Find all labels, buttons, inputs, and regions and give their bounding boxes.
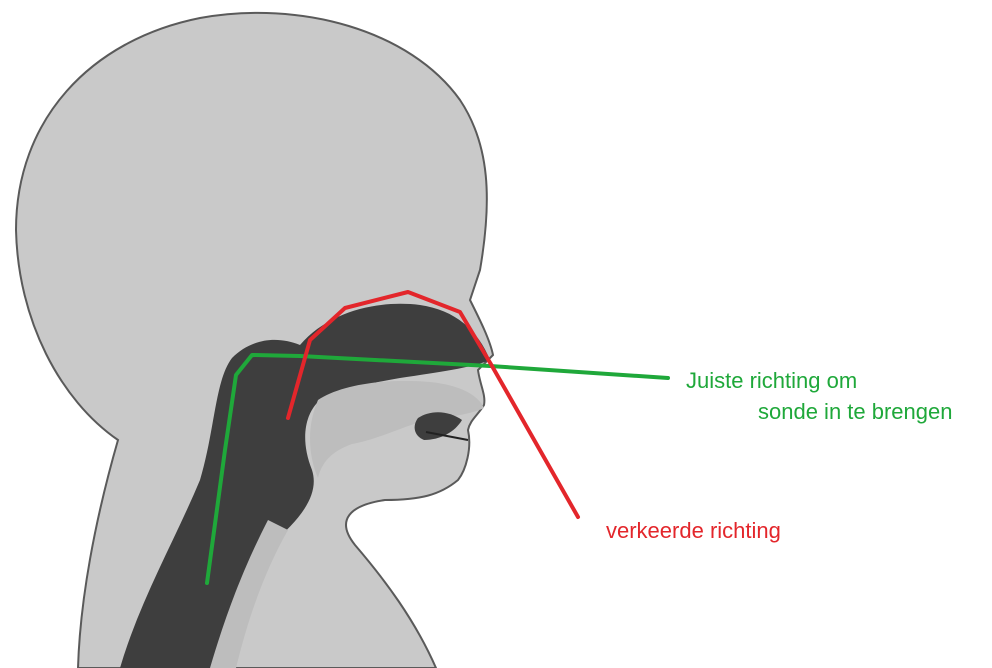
correct-direction-label-line1: Juiste richting om — [686, 368, 857, 394]
correct-direction-label-line2: sonde in te brengen — [758, 399, 953, 425]
wrong-direction-label: verkeerde richting — [606, 518, 781, 544]
